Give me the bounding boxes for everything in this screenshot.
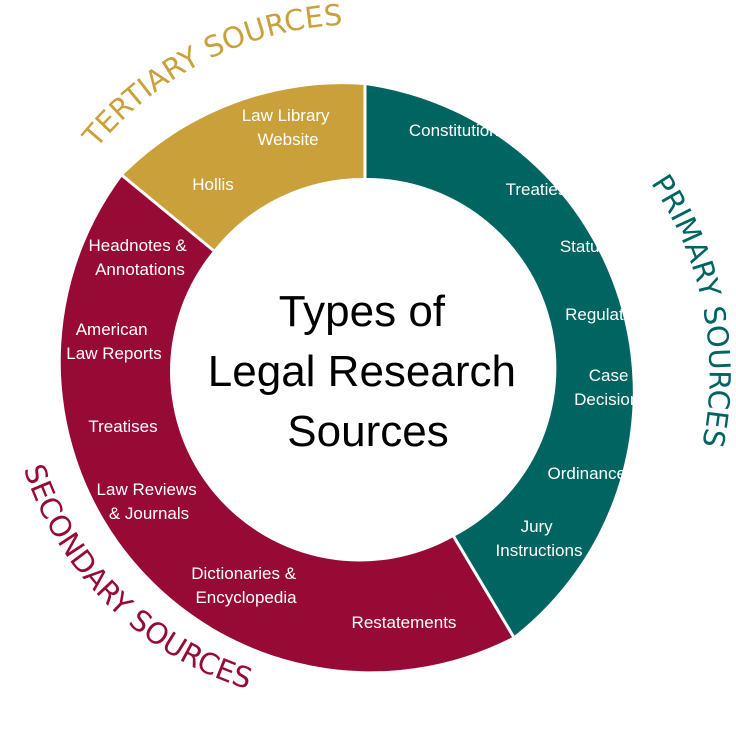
item-constitutions: Constitutions: [409, 121, 507, 140]
primary-sources-label: PRIMARY SOURCES: [645, 168, 736, 450]
item-restatements: Restatements: [352, 613, 457, 632]
secondary-segment: [60, 175, 514, 672]
item-law-library-website: Law Library Website: [242, 106, 335, 149]
item-treaties: Treaties: [506, 180, 567, 199]
item-american-law-reports: American Law Reports: [66, 320, 161, 363]
center-title: Types of Legal Research Sources: [208, 287, 528, 456]
primary-segment: [365, 85, 633, 637]
item-law-reviews-journals: Law Reviews & Journals: [97, 480, 202, 523]
segment-divider: [121, 174, 215, 252]
item-case-decisions: Case Decisions: [574, 366, 648, 409]
item-dictionaries-encyclopedia: Dictionaries & Encyclopedia: [191, 564, 301, 607]
tertiary-segment: [122, 84, 365, 251]
segment-divider: [452, 535, 515, 638]
item-statutes: Statutes: [560, 237, 622, 256]
item-regulations: Regulations: [565, 305, 655, 324]
item-headnotes-annotations: Headnotes & Annotations: [88, 236, 191, 279]
item-jury-instructions: Jury Instructions: [496, 517, 583, 560]
item-ordinances: Ordinances: [548, 464, 635, 483]
item-treatises: Treatises: [88, 417, 157, 436]
item-hollis: Hollis: [192, 175, 234, 194]
